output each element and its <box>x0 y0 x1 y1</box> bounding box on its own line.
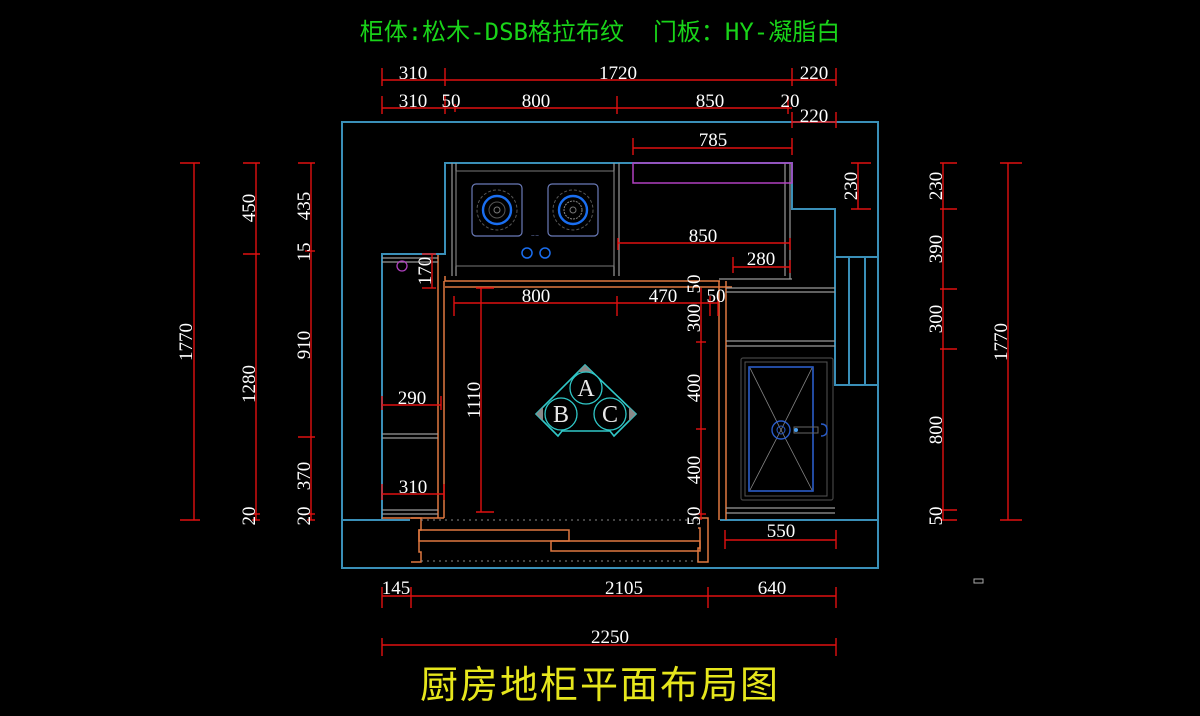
dim-right-400b: 400 <box>684 456 705 485</box>
burner-left <box>471 183 523 237</box>
dim-left-910: 910 <box>294 331 315 360</box>
corner-circle-c <box>593 397 627 431</box>
dim-left-435: 435 <box>294 192 315 221</box>
dim-left-20b: 20 <box>294 507 315 526</box>
sink-drain-icon <box>771 420 791 440</box>
dim-floor-470: 470 <box>649 286 678 307</box>
dim-rightouter-390: 390 <box>926 235 947 264</box>
svg-text:~~: ~~ <box>531 233 539 239</box>
dim-sink-550: 550 <box>767 521 796 542</box>
dimension-labels: 310 1720 220 310 50 800 850 20 220 785 8… <box>176 63 1012 648</box>
dim-cabinet-310: 310 <box>399 477 428 498</box>
dim-rightouter-50: 50 <box>926 507 947 526</box>
dim-bottom-2105: 2105 <box>605 578 643 599</box>
dim-rightouter-800: 800 <box>926 416 947 445</box>
dim-left-20a: 20 <box>239 507 260 526</box>
dim-left-15: 15 <box>294 243 315 262</box>
outer-wall <box>341 121 879 569</box>
dim-top1-220: 220 <box>800 63 829 84</box>
burner-right <box>547 183 599 237</box>
cabinets <box>382 255 732 563</box>
corner-label-b: B <box>553 402 569 428</box>
dim-top2-20: 20 <box>781 91 800 112</box>
dim-floor-800: 800 <box>522 286 551 307</box>
material-header: 柜体:松木-DSB格拉布纹 门板：HY-凝脂白 <box>0 12 1200 47</box>
dim-top1-310: 310 <box>399 63 428 84</box>
dim-counter-850: 850 <box>689 226 718 247</box>
dim-top2-800: 800 <box>522 91 551 112</box>
dim-left-450: 450 <box>239 194 260 223</box>
dim-right-50: 50 <box>684 507 705 526</box>
dim-cabinet-290: 290 <box>398 388 427 409</box>
dim-hood-785: 785 <box>699 130 728 151</box>
drawing-title: 厨房地柜平面布局图 <box>419 663 780 707</box>
counter-lines <box>382 163 835 515</box>
dim-top2-310: 310 <box>399 91 428 112</box>
dim-floor-50a: 50 <box>684 275 705 294</box>
window-frame <box>834 256 879 386</box>
gas-stove: ~~ <box>455 170 615 267</box>
dim-top1-1720: 1720 <box>599 63 637 84</box>
dim-cabinet-170: 170 <box>415 257 436 286</box>
dim-top3-220: 220 <box>800 106 829 127</box>
walls <box>341 121 879 569</box>
dim-rightouter-1770: 1770 <box>991 323 1012 361</box>
dim-wall-230: 230 <box>841 172 862 201</box>
stove-body <box>455 170 615 267</box>
dim-left-370: 370 <box>294 462 315 491</box>
dim-bottom-145: 145 <box>382 578 411 599</box>
dim-counter-280: 280 <box>747 249 776 270</box>
dim-rightouter-230: 230 <box>926 172 947 201</box>
dim-rightouter-300: 300 <box>926 305 947 334</box>
corner-label-c: C <box>602 402 618 428</box>
dim-top2-50: 50 <box>442 91 461 112</box>
range-hood <box>632 162 793 184</box>
corner-label-a: A <box>577 376 595 402</box>
dim-right-300: 300 <box>684 304 705 333</box>
knob-right <box>539 247 551 259</box>
corner-unit: A B C <box>534 363 638 438</box>
cabinet-material-label: 柜体:松木-DSB格拉布纹 <box>359 18 624 46</box>
knob-left <box>521 247 533 259</box>
door-frame-right <box>697 517 709 563</box>
door-material-label: 门板：HY-凝脂白 <box>652 18 841 46</box>
sink <box>740 357 834 501</box>
dim-bottom-2250: 2250 <box>591 627 629 648</box>
dim-left-1770: 1770 <box>176 323 197 361</box>
dimension-lines <box>180 68 1022 656</box>
dim-right-400a: 400 <box>684 374 705 403</box>
gas-valve-icon <box>396 260 408 272</box>
sliding-door-left <box>418 529 570 542</box>
top-cabinet-front <box>444 276 720 282</box>
dim-top2-850: 850 <box>696 91 725 112</box>
dim-bottom-640: 640 <box>758 578 787 599</box>
cad-marker <box>973 578 984 584</box>
dim-left-1280: 1280 <box>239 365 260 403</box>
corner-circle-a <box>569 371 603 405</box>
sliding-door-right <box>550 540 701 552</box>
dim-floor-1110: 1110 <box>464 382 485 419</box>
dim-floor-50b: 50 <box>707 286 726 307</box>
corner-circle-b <box>544 397 578 431</box>
